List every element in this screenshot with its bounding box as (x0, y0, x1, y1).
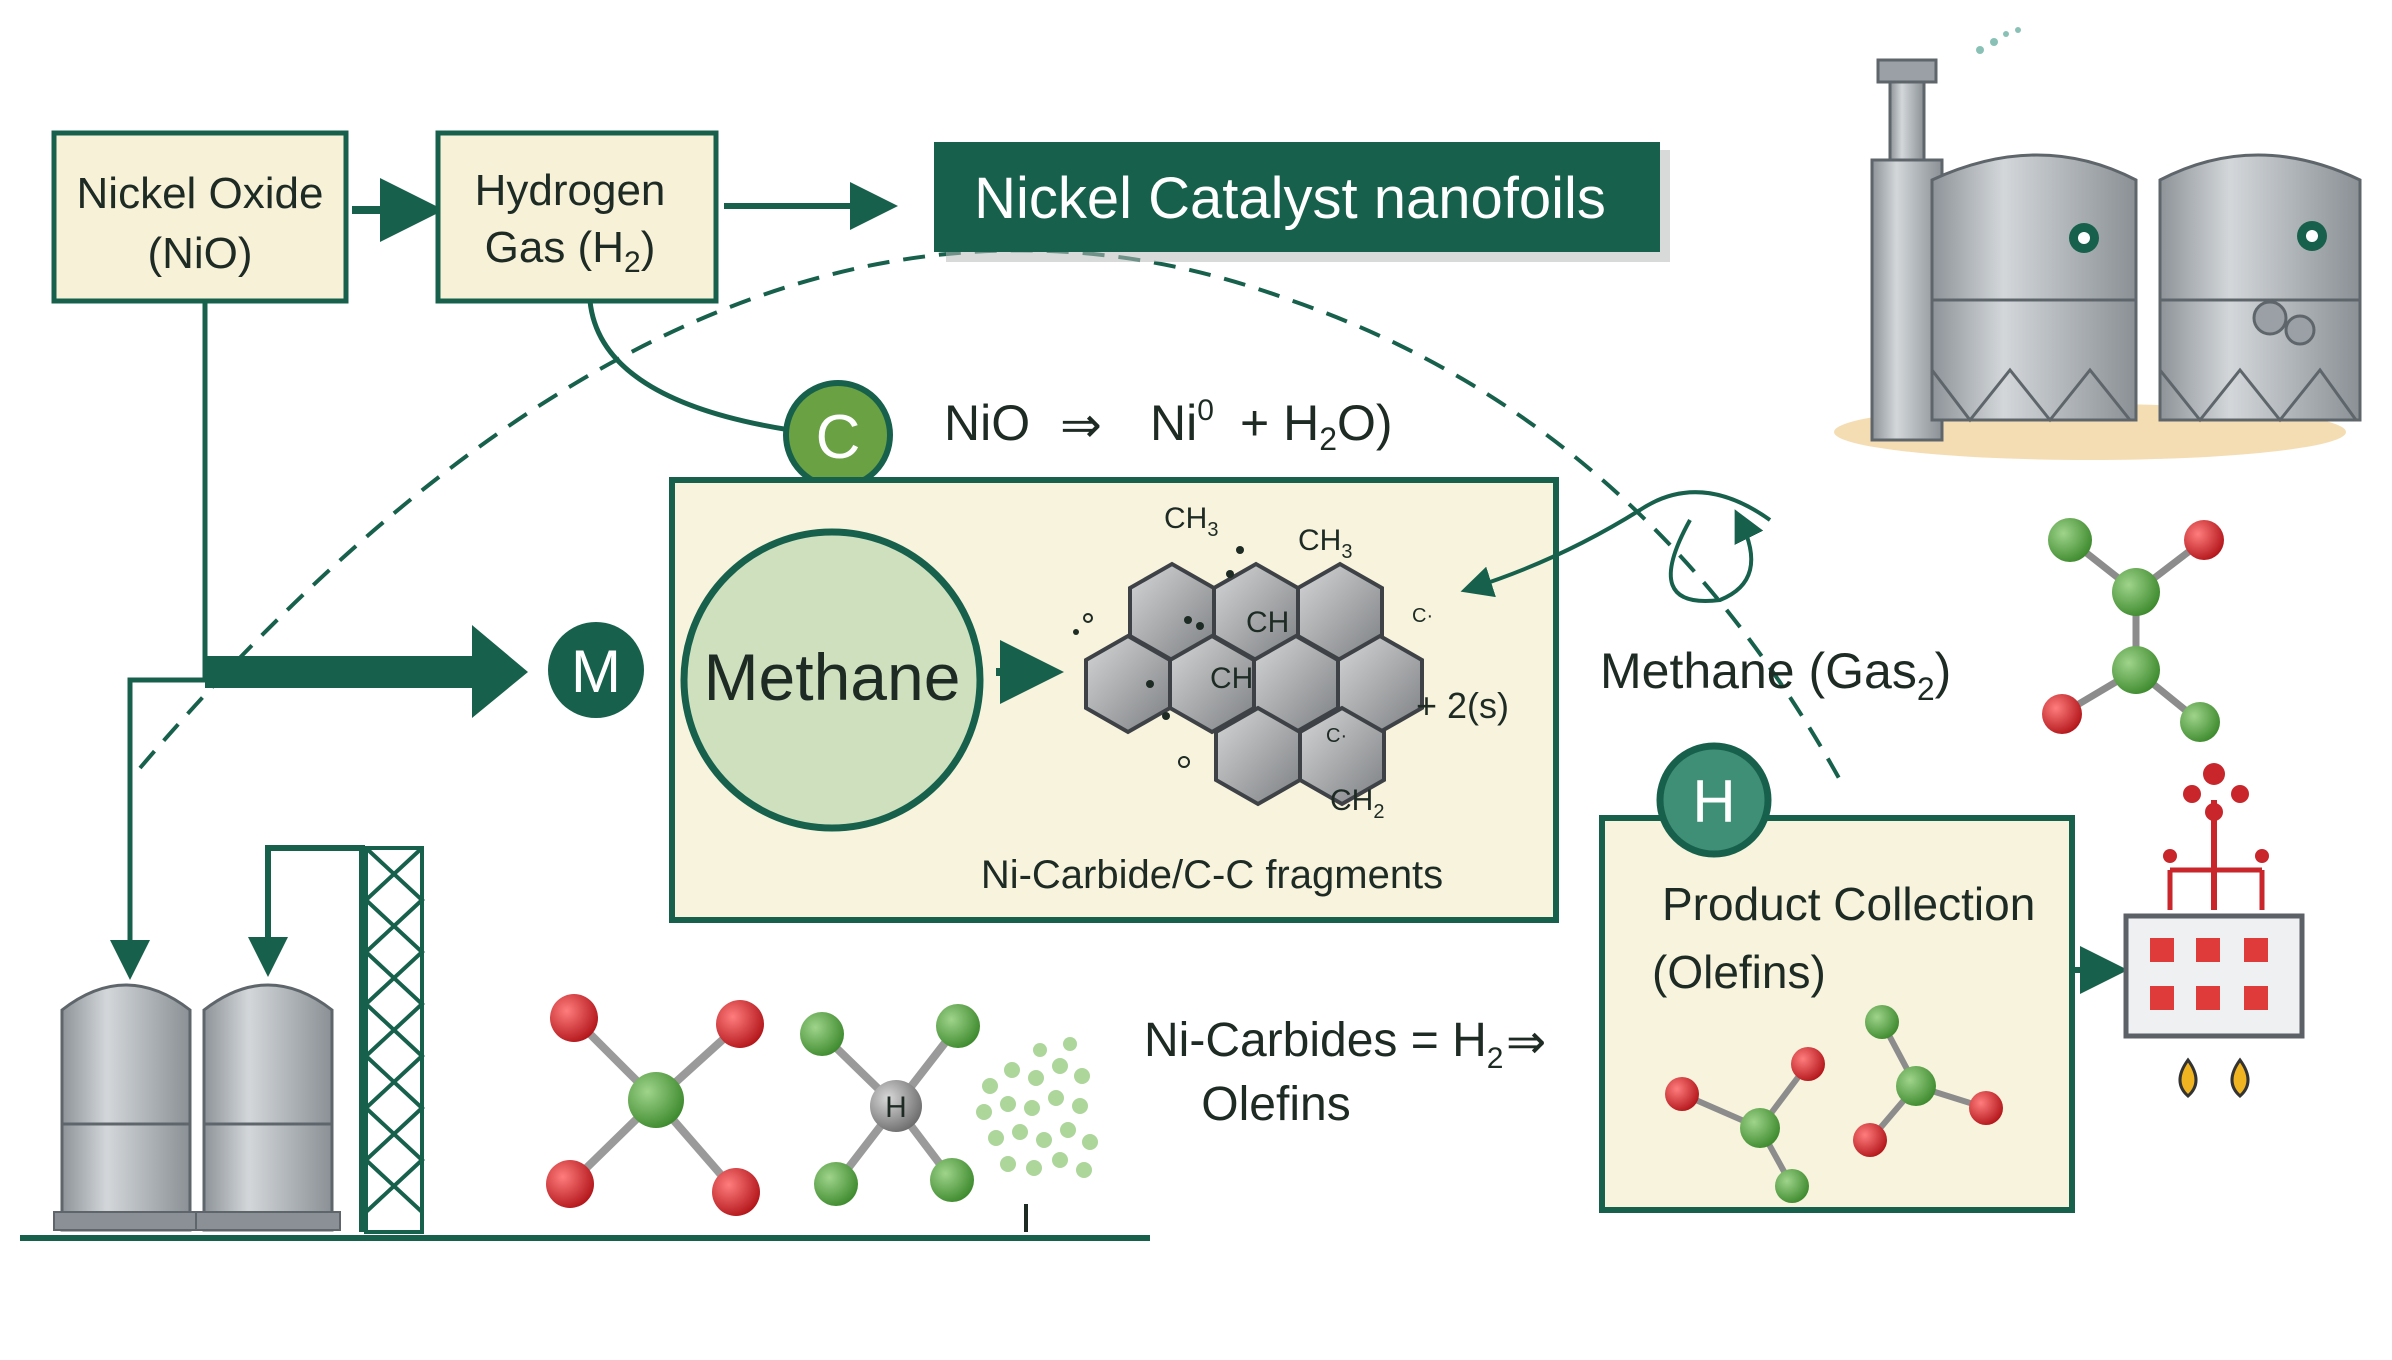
molecule-bottom-a (546, 994, 764, 1216)
big-arrow-to-m (205, 625, 528, 718)
svg-text:C: C (816, 403, 861, 472)
molecule-bottom-b: H (800, 1004, 980, 1206)
dashed-arc (138, 248, 1842, 781)
c-dot-label-b: C· (1326, 725, 1347, 747)
reaction-arrow: ⇒ (1060, 397, 1102, 453)
methane-panel: Methane CH3 CH3 CH CH C· C· CH2 + 2(s) (669, 477, 1559, 923)
c-badge: C (783, 380, 893, 490)
banner-title: Nickel Catalyst nanofoils (974, 166, 1606, 231)
carbide-dots (1073, 546, 1244, 768)
ni-carbides-equation: Ni-Carbides = H2 ⇒ Olefins (1144, 1014, 1546, 1131)
product-line1: Product Collection (1662, 878, 2035, 930)
product-line2: (Olefins) (1652, 946, 1826, 998)
olefin-molecule-b (1853, 1005, 2003, 1157)
loop-arrow-curl (1668, 509, 1764, 603)
c-dot-label-a: C· (1412, 605, 1433, 627)
reactor-icon (2123, 763, 2305, 1098)
svg-text:H: H (1692, 768, 1735, 835)
methane-panel-caption: Ni-Carbide/C-C fragments (981, 853, 1443, 897)
product-collection-panel: Product Collection (Olefins) (1599, 815, 2075, 1213)
dashed-arc-right (1290, 300, 1440, 380)
svg-text:M: M (571, 638, 621, 705)
ch3-label-b: CH3 (1298, 524, 1352, 563)
carbide-hex-cluster (1084, 561, 1424, 807)
hydrogen-label: Hydrogen (475, 166, 666, 215)
nickel-oxide-formula: (NiO) (147, 229, 252, 278)
h-atom-label: H (885, 1091, 907, 1124)
olefin-molecule-a (1665, 1047, 1825, 1203)
h-badge: H (1656, 742, 1772, 858)
m-badge: M (548, 622, 644, 718)
nickel-oxide-label: Nickel Oxide (77, 169, 324, 218)
ni-carbides-line1: Ni-Carbides = H2 (1144, 1014, 1503, 1075)
methane-circle (680, 528, 984, 832)
molecule-right-top (2042, 518, 2224, 742)
hydrogen-formula: Gas (H2) (485, 223, 656, 279)
nickel-catalyst-banner: Nickel Catalyst nanofoils (934, 142, 1670, 262)
industrial-plant-illustration (1834, 27, 2362, 460)
plus-2s: + 2(s) (1416, 685, 1509, 726)
ni-carbides-arrow: ⇒ (1506, 1016, 1546, 1069)
product-water: + H2O) (1240, 395, 1393, 457)
particle-cloud (976, 1037, 1098, 1178)
storage-tanks (20, 845, 1150, 1241)
reaction-equation: NiO ⇒ Ni0 + H2O) (944, 394, 1393, 457)
ch3-label-a: CH3 (1164, 502, 1218, 541)
nickel-oxide-box: Nickel Oxide (NiO) (51, 130, 349, 304)
methane-gas-label: Methane (Gas2) (1600, 643, 1951, 707)
methane-circle-label: Methane (704, 640, 961, 714)
line-to-left-tank (110, 677, 205, 980)
reactant-nio: NiO (944, 395, 1030, 451)
ni-carbides-line2: Olefins (1201, 1078, 1350, 1131)
hydrogen-to-c-curve (587, 300, 791, 433)
ch-label-b: CH (1210, 662, 1253, 695)
hydrogen-gas-box: Hydrogen Gas (H2) (435, 130, 719, 304)
ch2-label: CH2 (1330, 784, 1384, 823)
product-ni: Ni0 (1150, 394, 1214, 451)
ch-label-a: CH (1246, 606, 1289, 639)
loop-arrow-into-panel (1460, 490, 1772, 598)
